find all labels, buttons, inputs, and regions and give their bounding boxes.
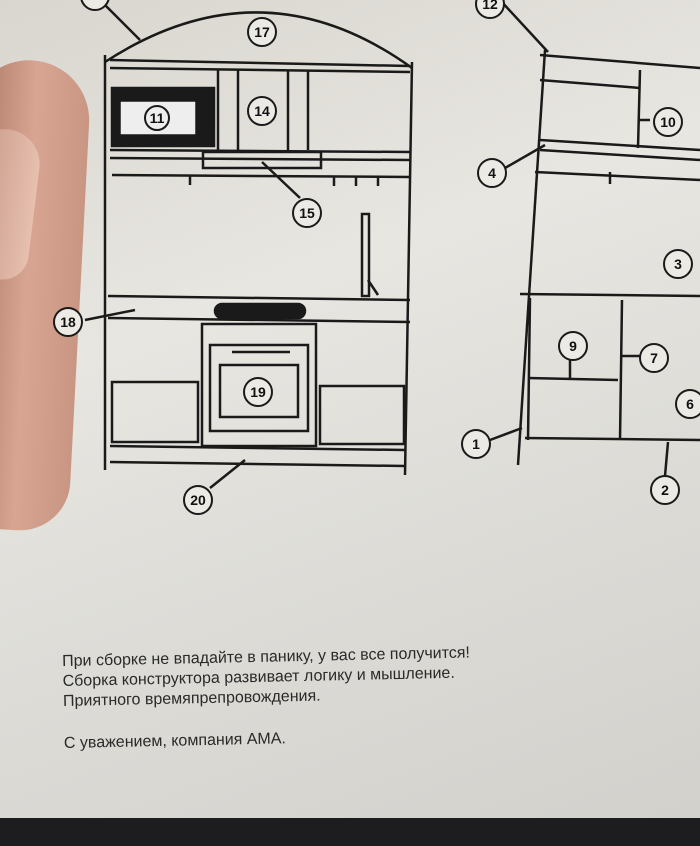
callout-4-label: 4 xyxy=(488,165,496,181)
callout-17-label: 17 xyxy=(254,24,270,40)
callout-10-label: 10 xyxy=(660,114,676,130)
callout-15-label: 15 xyxy=(299,205,315,221)
part-number-callouts: 17 11 14 15 18 19 20 12 10 4 3 9 7 6 1 2 xyxy=(53,0,700,515)
callout-3-label: 3 xyxy=(674,256,682,272)
callout-18-label: 18 xyxy=(60,314,76,330)
callout-20: 20 xyxy=(183,485,213,515)
callout-4: 4 xyxy=(477,158,507,188)
callout-12-label: 12 xyxy=(482,0,498,12)
right-kitchen-drawing xyxy=(489,0,700,477)
closing-message: При сборке не впадайте в панику, у вас в… xyxy=(62,643,472,754)
callout-1-label: 1 xyxy=(472,436,480,452)
callout-6: 6 xyxy=(675,389,700,419)
callout-6-label: 6 xyxy=(686,396,694,412)
callout-12: 12 xyxy=(475,0,505,19)
callout-1: 1 xyxy=(461,429,491,459)
callout-11: 11 xyxy=(144,105,170,131)
callout-2-label: 2 xyxy=(661,482,669,498)
callout-10: 10 xyxy=(653,107,683,137)
callout-7: 7 xyxy=(639,343,669,373)
callout-14-label: 14 xyxy=(254,103,270,119)
callout-15: 15 xyxy=(292,198,322,228)
callout-7-label: 7 xyxy=(650,350,658,366)
callout-14: 14 xyxy=(247,96,277,126)
callout-19: 19 xyxy=(243,377,273,407)
callout-20-label: 20 xyxy=(190,492,206,508)
callout-18: 18 xyxy=(53,307,83,337)
callout-9-label: 9 xyxy=(569,338,577,354)
callout-11-label: 11 xyxy=(150,110,165,126)
dark-surface xyxy=(0,818,700,846)
callout-9: 9 xyxy=(558,331,588,361)
callout-3: 3 xyxy=(663,249,693,279)
callout-2: 2 xyxy=(650,475,680,505)
left-kitchen-drawing xyxy=(84,0,414,489)
callout-19-label: 19 xyxy=(250,384,266,400)
callout-17: 17 xyxy=(247,17,277,47)
